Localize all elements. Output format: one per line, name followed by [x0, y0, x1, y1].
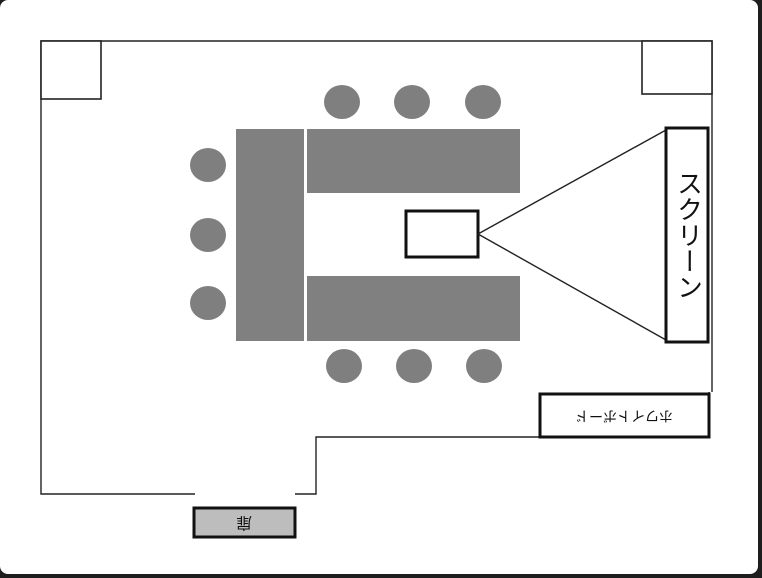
- room-wall-notch: [295, 436, 540, 495]
- door-label: 扉: [236, 514, 252, 533]
- door: [192, 506, 297, 539]
- projection-line-top: [477, 129, 667, 235]
- screen-label: スクリーン: [673, 170, 703, 300]
- screen: [664, 126, 710, 344]
- chair: [326, 349, 362, 383]
- chair: [396, 349, 432, 383]
- table-top: [307, 129, 520, 193]
- chair: [324, 85, 360, 119]
- table-bottom: [307, 276, 520, 341]
- pillar-top-right: [641, 40, 713, 95]
- whiteboard: [538, 392, 711, 439]
- projector: [404, 209, 480, 259]
- chairs: [190, 85, 502, 383]
- whiteboard-label: ホワイトボード: [575, 407, 673, 423]
- chair: [394, 85, 430, 119]
- chair: [466, 349, 502, 383]
- chair: [190, 218, 226, 252]
- chair: [190, 286, 226, 320]
- chair: [190, 148, 226, 182]
- chair: [465, 85, 501, 119]
- pillar-top-left: [40, 40, 102, 100]
- projection-line-bottom: [477, 233, 667, 341]
- table-left: [236, 129, 304, 341]
